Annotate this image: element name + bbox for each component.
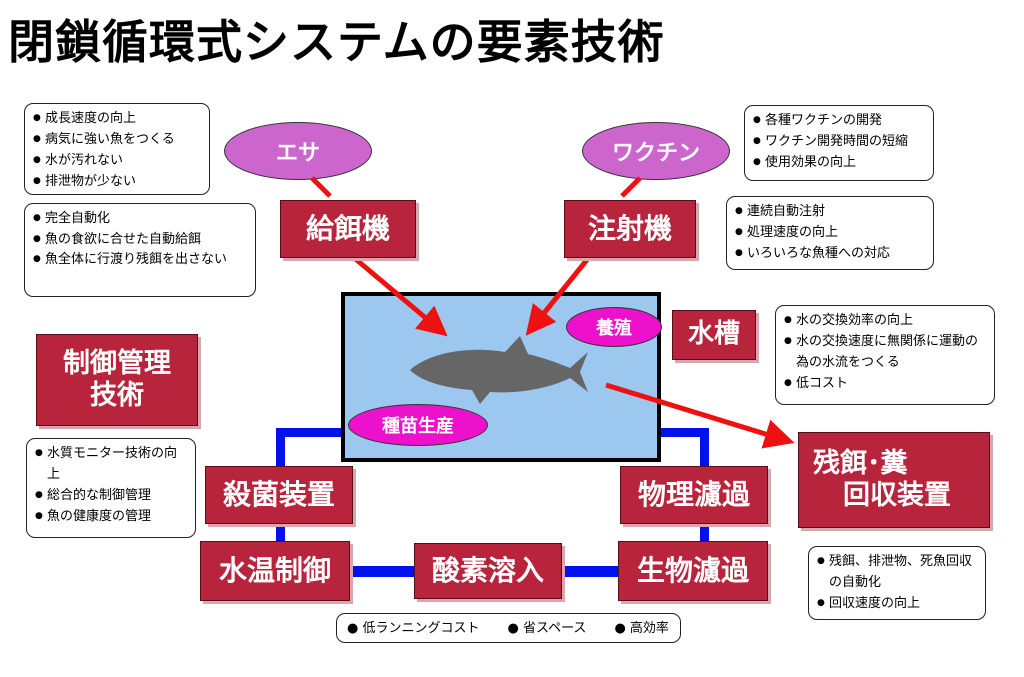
note-item: 水が汚れない bbox=[33, 150, 201, 171]
note-item: 使用効果の向上 bbox=[753, 152, 925, 173]
footer-item-efficiency: ● 高効率 bbox=[614, 620, 669, 636]
pipe-left-top bbox=[276, 428, 344, 437]
injector-box: 注射機 bbox=[564, 200, 696, 258]
fish-icon bbox=[410, 336, 588, 404]
note-item: 回収速度の向上 bbox=[817, 593, 977, 614]
note-item: 水の交換速度に無関係に運動の為の水流をつくる bbox=[784, 331, 986, 373]
bio-filter-box: 生物濾過 bbox=[618, 541, 768, 601]
feed-oval: エサ bbox=[224, 122, 372, 180]
note-tank: 水の交換効率の向上 水の交換速度に無関係に運動の為の水流をつくる 低コスト bbox=[775, 305, 995, 405]
phys-filter-box: 物理濾過 bbox=[620, 466, 768, 524]
note-item: 各種ワクチンの開発 bbox=[753, 110, 925, 131]
recovery-box: 残餌･糞 回収装置 bbox=[798, 432, 990, 528]
control-line-1: 制御管理 bbox=[63, 347, 171, 379]
control-line-2: 技術 bbox=[90, 380, 144, 411]
note-item: 排泄物が少ない bbox=[33, 171, 201, 192]
note-item: 低コスト bbox=[784, 373, 986, 394]
note-item: 完全自動化 bbox=[33, 208, 247, 229]
note-item: 病気に強い魚をつくる bbox=[33, 129, 201, 150]
footer-item-running-cost: ● 低ランニングコスト bbox=[347, 620, 480, 636]
water-temp-box: 水温制御 bbox=[200, 541, 350, 601]
seed-production-oval: 種苗生産 bbox=[348, 404, 488, 446]
arrow-vaccine-to-injector bbox=[620, 176, 642, 198]
note-item: いろいろな魚種への対応 bbox=[735, 243, 925, 264]
note-injector: 連続自動注射 処理速度の向上 いろいろな魚種への対応 bbox=[726, 196, 934, 270]
note-item: 水質モニター技術の向上 bbox=[35, 443, 187, 485]
note-item: 連続自動注射 bbox=[735, 201, 925, 222]
control-management-box: 制御管理 技術 bbox=[36, 334, 198, 426]
note-feeder: 完全自動化 魚の食欲に合せた自動給餌 魚全体に行渡り残餌を出さない bbox=[24, 203, 256, 297]
footer-item-text: 低ランニングコスト bbox=[362, 620, 480, 636]
pipe-right-top bbox=[659, 428, 709, 437]
tank-box: 水槽 bbox=[672, 310, 756, 360]
note-item: 残餌、排泄物、死魚回収の自動化 bbox=[817, 551, 977, 593]
note-item: 総合的な制御管理 bbox=[35, 485, 187, 506]
arrow-feeder-to-tank bbox=[350, 254, 448, 337]
recovery-line-1: 残餌･糞 bbox=[813, 447, 908, 479]
arrow-injector-to-tank bbox=[525, 254, 592, 336]
footer-item-text: 高効率 bbox=[629, 620, 669, 636]
note-item: ワクチン開発時間の短縮 bbox=[753, 131, 925, 152]
note-control: 水質モニター技術の向上 総合的な制御管理 魚の健康度の管理 bbox=[26, 438, 196, 538]
recovery-line-2: 回収装置 bbox=[843, 480, 951, 511]
vaccine-oval: ワクチン bbox=[582, 122, 730, 180]
footer-item-space: ● 省スペース bbox=[507, 620, 587, 636]
oxygen-box: 酸素溶入 bbox=[414, 543, 562, 599]
feeder-box: 給餌機 bbox=[280, 200, 416, 258]
arrow-tank-to-recovery bbox=[605, 382, 795, 449]
note-footer: ● 低ランニングコスト ● 省スペース ● 高効率 bbox=[336, 613, 681, 643]
arrow-feed-to-feeder bbox=[310, 176, 332, 198]
note-item: 成長速度の向上 bbox=[33, 108, 201, 129]
note-item: 処理速度の向上 bbox=[735, 222, 925, 243]
footer-item-text: 省スペース bbox=[522, 620, 587, 636]
note-vaccine: 各種ワクチンの開発 ワクチン開発時間の短縮 使用効果の向上 bbox=[744, 105, 934, 181]
note-item: 魚全体に行渡り残餌を出さない bbox=[33, 250, 247, 269]
sterilizer-box: 殺菌装置 bbox=[205, 466, 353, 524]
page-title: 閉鎖循環式システムの要素技術 bbox=[8, 15, 665, 69]
note-feed: 成長速度の向上 病気に強い魚をつくる 水が汚れない 排泄物が少ない bbox=[24, 103, 210, 195]
note-recovery: 残餌、排泄物、死魚回収の自動化 回収速度の向上 bbox=[808, 546, 986, 620]
note-item: 魚の食欲に合せた自動給餌 bbox=[33, 229, 247, 250]
note-item: 魚の健康度の管理 bbox=[35, 506, 187, 527]
culture-oval: 養殖 bbox=[566, 307, 662, 347]
note-item: 水の交換効率の向上 bbox=[784, 310, 986, 331]
